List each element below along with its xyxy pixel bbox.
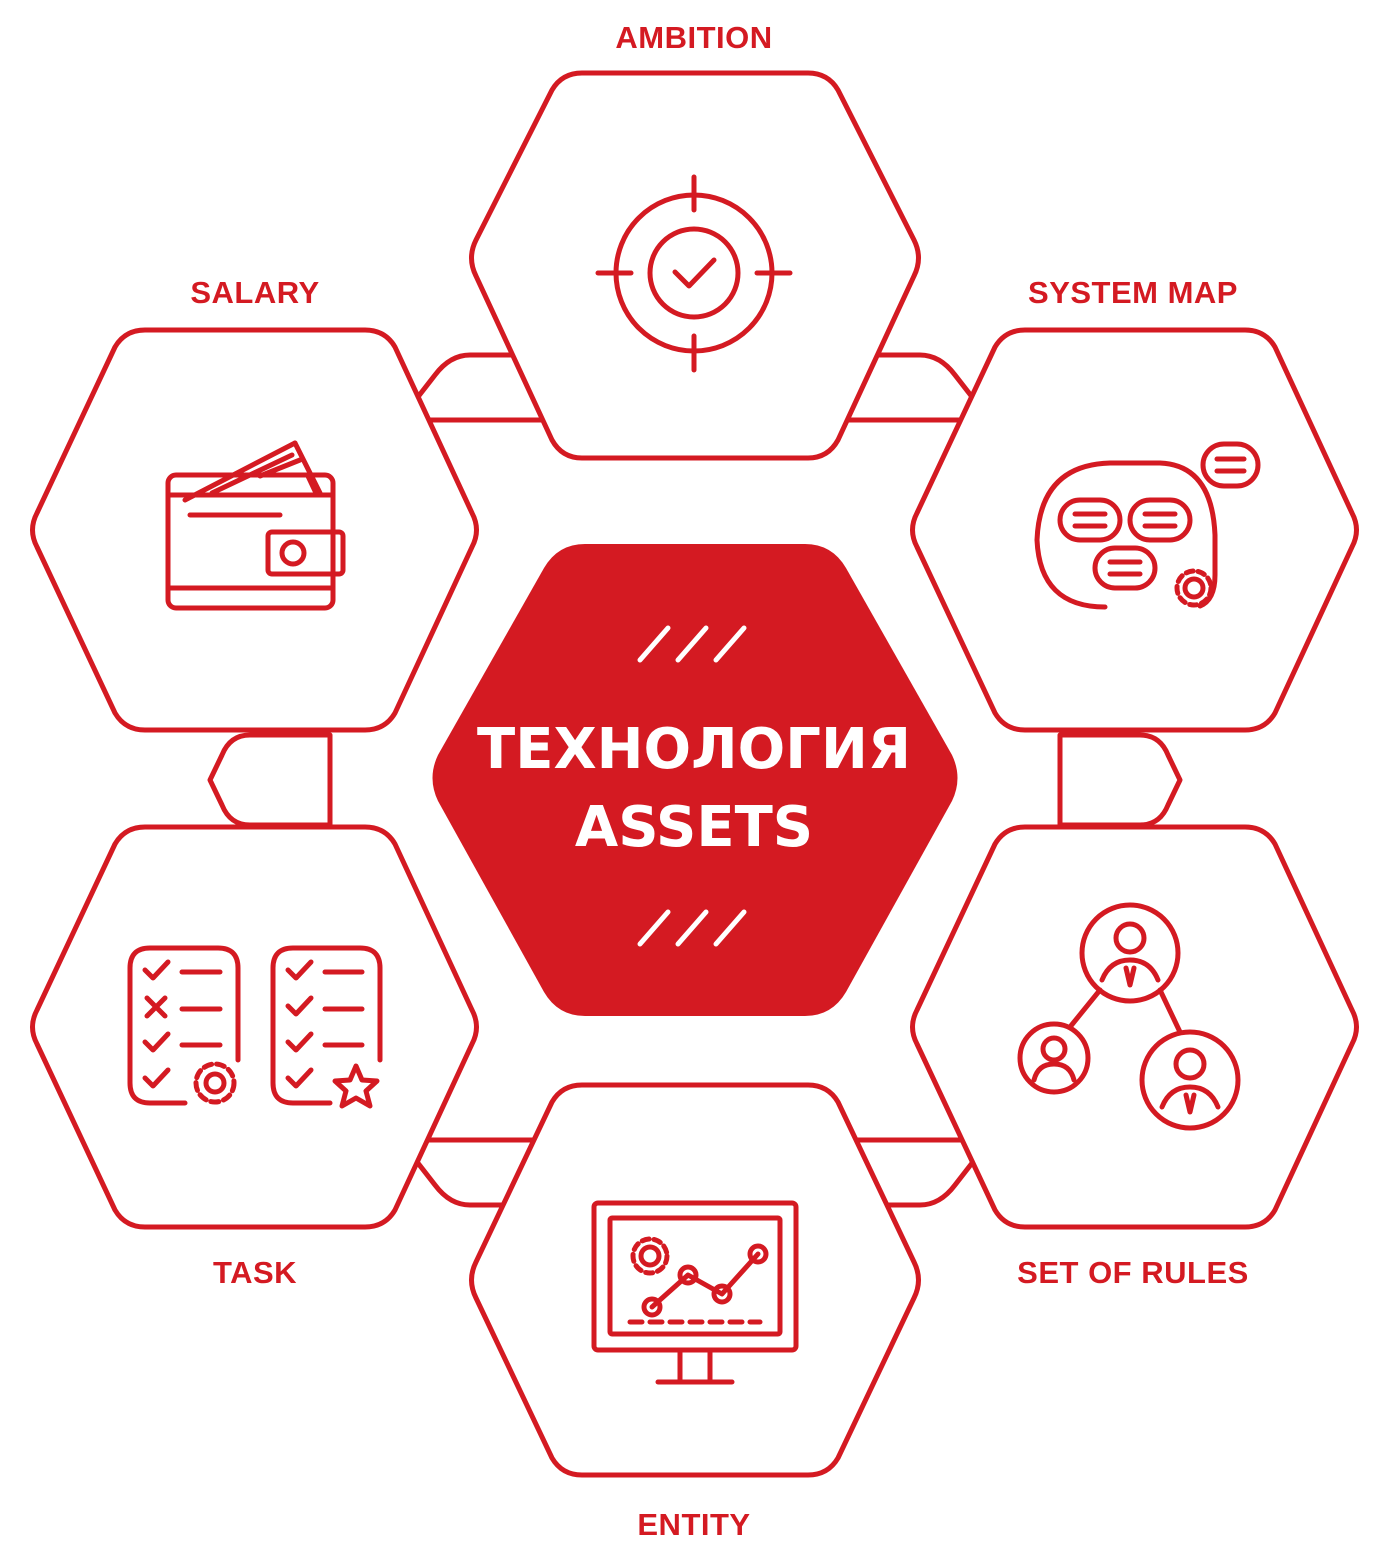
- checklist-icon: [127, 945, 383, 1109]
- monitor-chart-icon: [591, 1200, 799, 1385]
- label-system-map: SYSTEM MAP: [1028, 275, 1238, 310]
- hex-salary: [30, 327, 479, 733]
- center-title-line1: ТЕХНОЛОГИЯ: [477, 717, 911, 782]
- label-task: TASK: [213, 1255, 297, 1290]
- hex-set-of-rules: [910, 824, 1359, 1230]
- system-map-icon: [1034, 441, 1261, 610]
- connector-hex-right: [1057, 732, 1183, 828]
- center-hex-shape: [432, 544, 958, 1016]
- org-structure-icon: [1017, 902, 1241, 1131]
- center-title-line2: ASSETS: [575, 795, 813, 860]
- hex-ambition: [469, 70, 921, 461]
- connector-hex-left: [207, 732, 333, 828]
- label-ambition: AMBITION: [615, 20, 772, 55]
- slash-decoration-top: [637, 625, 747, 663]
- slash-decoration-bottom: [637, 909, 747, 947]
- hex-task: [30, 824, 479, 1230]
- target-check-icon: [595, 174, 793, 373]
- center-hexagon: ТЕХНОЛОГИЯ ASSETS: [432, 544, 958, 1016]
- label-set-of-rules: SET OF RULES: [1017, 1255, 1249, 1290]
- wallet-icon: [165, 440, 346, 611]
- label-entity: ENTITY: [637, 1507, 750, 1542]
- label-salary: SALARY: [190, 275, 319, 310]
